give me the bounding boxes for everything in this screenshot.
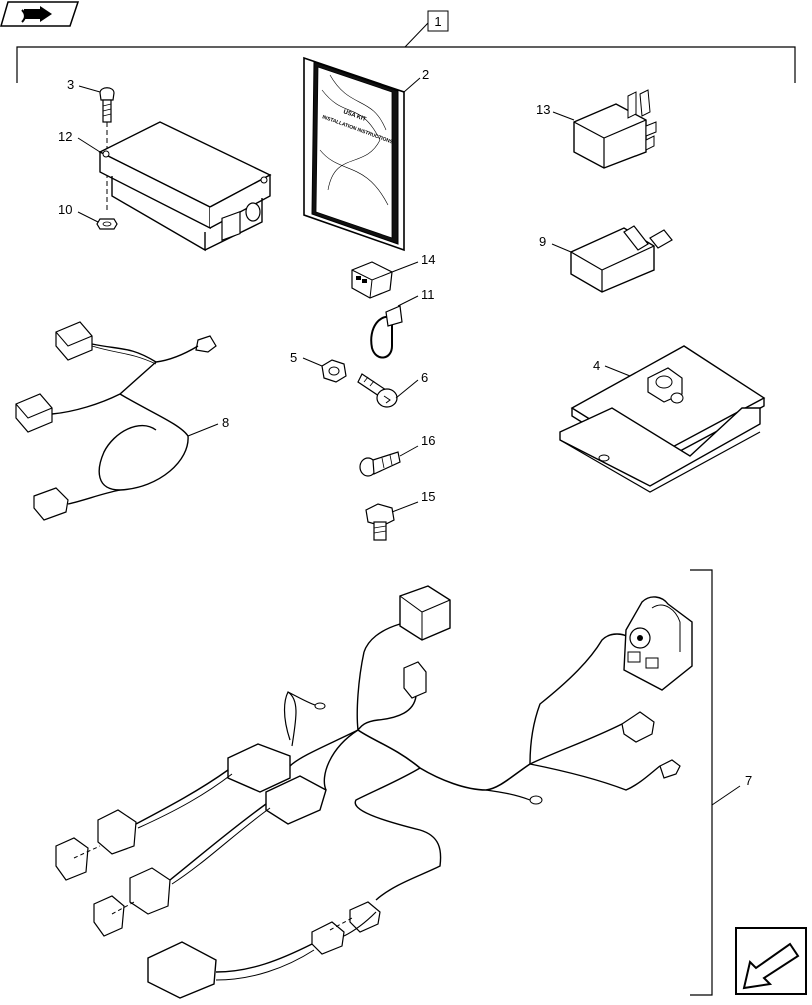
part-main-harness-7: [55, 569, 741, 999]
callout-label-3: 3: [67, 77, 74, 92]
callout-label-6: 6: [421, 370, 428, 385]
part-control-box-12: [98, 121, 272, 252]
callout-label-15: 15: [421, 489, 435, 504]
kit-bracket: 1: [16, 10, 796, 83]
part-locknut-5: [302, 357, 347, 383]
part-harness-8: [15, 321, 219, 521]
callout-label-4: 4: [593, 358, 600, 373]
part-nut-10: [96, 218, 118, 230]
part-screw-16: [359, 445, 419, 477]
part-bolt-15: [365, 501, 419, 541]
book-arrow-icon[interactable]: [0, 1, 80, 27]
callout-label-9: 9: [539, 234, 546, 249]
part-screw-6: [357, 373, 419, 408]
part-relay-13: [552, 89, 657, 169]
callout-label-10: 10: [58, 202, 72, 217]
callout-label-14: 14: [421, 252, 435, 267]
part-instruction-book-2: USA KIT INSTALLATION INSTRUCTIONS: [303, 56, 421, 252]
callout-label-12: 12: [58, 129, 72, 144]
callout-label-11: 11: [421, 287, 435, 302]
callout-label-7: 7: [745, 773, 752, 788]
part-connector-14: [351, 261, 419, 299]
callout-label-2: 2: [422, 67, 429, 82]
callout-label-5: 5: [290, 350, 297, 365]
callout-label-8: 8: [222, 415, 229, 430]
callout-label-13: 13: [536, 102, 550, 117]
callout-box-1: [427, 10, 449, 32]
part-bracket-4: [559, 345, 766, 493]
callout-label-16: 16: [421, 433, 435, 448]
part-fuse-9: [551, 225, 673, 293]
part-clip-11: [370, 295, 419, 359]
back-arrow-icon[interactable]: [735, 927, 807, 995]
callout-label-1: 1: [434, 14, 441, 29]
part-bolt-3: [99, 87, 115, 212]
